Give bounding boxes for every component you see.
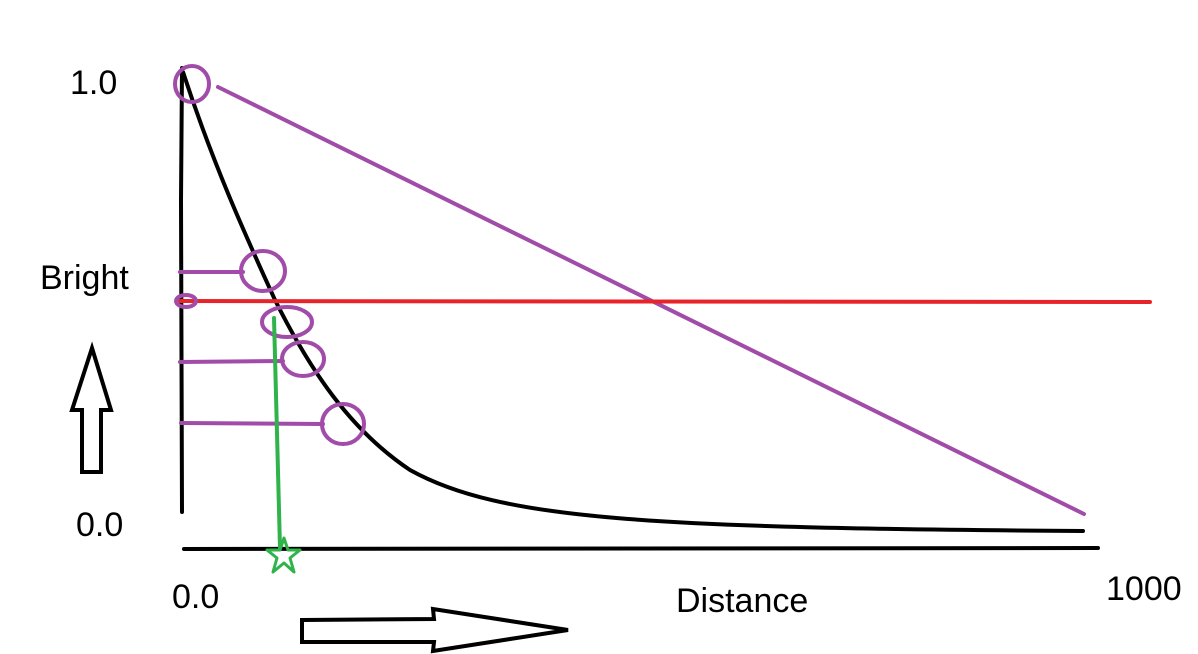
marker-circle-3 xyxy=(280,340,326,378)
star-icon xyxy=(265,536,302,574)
marker-circle-4 xyxy=(320,402,366,446)
marker-circle-top xyxy=(173,64,211,104)
y-axis-min-label: 0.0 xyxy=(76,506,124,544)
y-axis-title: Bright xyxy=(40,259,129,297)
right-outline-arrow-icon xyxy=(300,606,569,654)
y-axis-max-label: 1.0 xyxy=(70,64,118,102)
x-axis-max-label: 1000 xyxy=(1106,570,1182,608)
drop-line xyxy=(272,316,282,550)
marker-circle-1 xyxy=(239,249,287,293)
marker-line-2 xyxy=(178,359,285,364)
marker-circle-axis xyxy=(174,293,198,309)
marker-circle-2 xyxy=(260,305,314,339)
marker-line-3 xyxy=(179,421,325,426)
y-axis xyxy=(178,66,184,514)
x-axis-title: Distance xyxy=(676,582,809,620)
threshold-line xyxy=(178,299,1152,304)
x-axis xyxy=(182,546,1100,551)
up-outline-arrow-icon xyxy=(69,341,114,474)
falloff-curve xyxy=(181,70,1085,533)
x-axis-min-label: 0.0 xyxy=(172,578,220,616)
